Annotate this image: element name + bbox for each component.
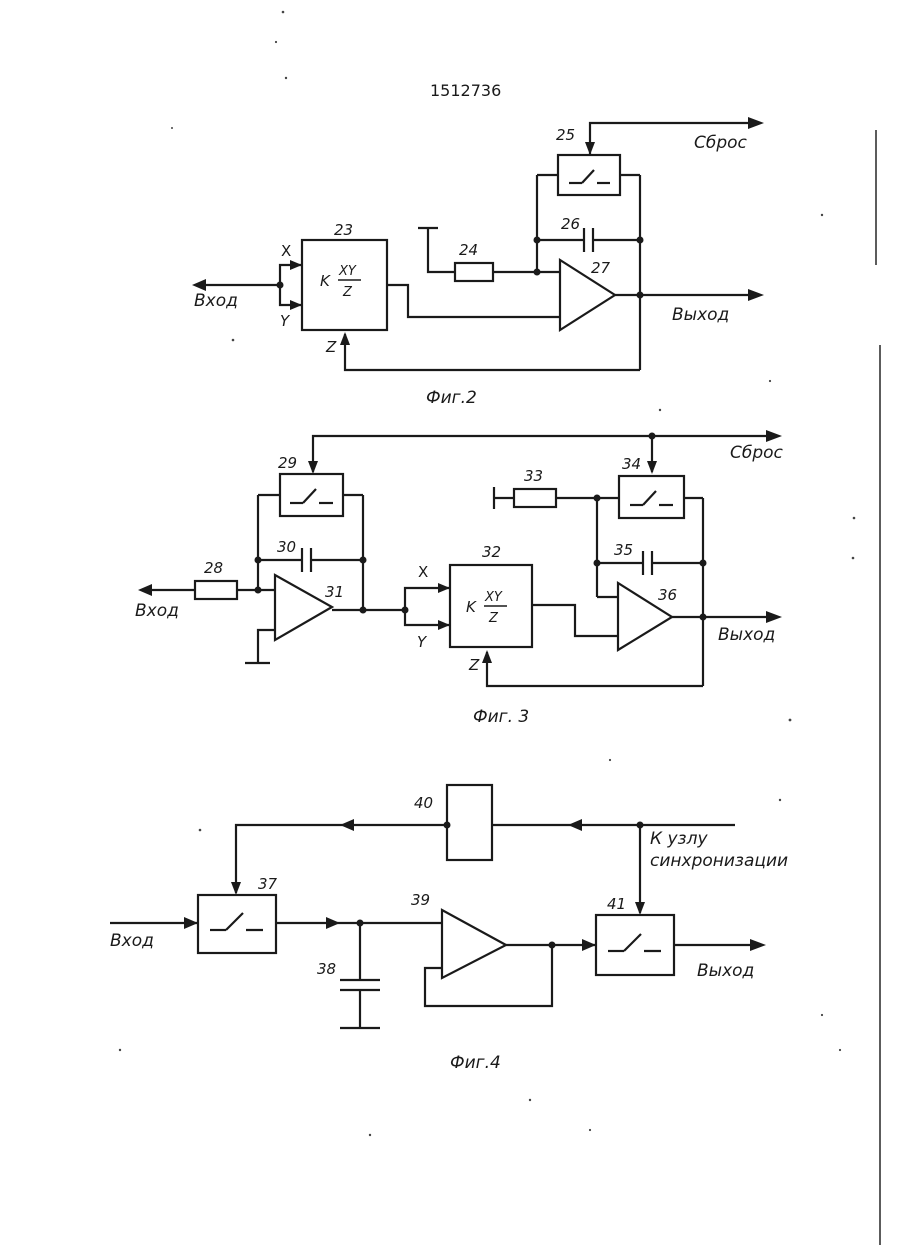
fig3-capacitor1-ref: 30	[277, 538, 296, 556]
fig2-multiplier-num: XY	[338, 264, 357, 279]
fig3-resistor2-ref: 33	[524, 467, 543, 485]
fig3-opamp1-ref: 31	[325, 583, 344, 601]
fig4-switch-in-ref: 37	[258, 875, 278, 893]
fig2-port-x: X	[281, 242, 291, 260]
fig2-reset-label: Сброс	[694, 133, 748, 153]
fig2-switch-ref: 25	[556, 126, 575, 144]
fig2-multiplier-k: K	[320, 272, 331, 290]
fig4-switch-37	[198, 895, 276, 953]
fig4-capacitor-ref: 38	[317, 960, 336, 978]
fig3-capacitor2-ref: 35	[614, 541, 633, 559]
fig2-caption: Фиг.2	[426, 388, 477, 408]
fig3-switch1-ref: 29	[278, 454, 297, 472]
fig3-reset-label: Сброс	[730, 443, 784, 463]
fig2-resistor-ref: 24	[459, 241, 478, 259]
fig2-opamp-ref: 27	[591, 259, 611, 277]
fig4-block-ref: 40	[414, 794, 433, 812]
fig4-sync-label-1: К узлу	[650, 829, 708, 849]
fig4-switch-out-ref: 41	[607, 895, 626, 913]
fig2-capacitor-ref: 26	[561, 215, 580, 233]
fig3-output-label: Выход	[718, 625, 775, 645]
figure-3: Сброс Вход 28 31 30 29	[135, 430, 784, 727]
fig2-port-z: Z	[325, 338, 337, 356]
figure-2: Вход X Y 23 K XY Z Z 24 27	[192, 117, 764, 408]
fig4-caption: Фиг.4	[450, 1053, 501, 1073]
fig4-block-40	[447, 785, 492, 860]
fig3-caption: Фиг. 3	[473, 707, 529, 727]
fig2-multiplier-ref: 23	[334, 221, 353, 239]
figure-4: 40 К узлу синхронизации Вход 37	[110, 785, 788, 1073]
fig3-multiplier-ref: 32	[482, 543, 501, 561]
fig4-buffer-39	[442, 910, 506, 978]
fig4-output-label: Выход	[697, 961, 754, 981]
fig3-multiplier-den: Z	[488, 611, 499, 626]
fig3-switch2-ref: 34	[622, 455, 641, 473]
fig3-port-x: X	[418, 563, 428, 581]
fig3-port-y: Y	[417, 633, 428, 651]
fig2-input-label: Вход	[194, 291, 238, 311]
fig3-multiplier-k: K	[466, 598, 477, 616]
fig4-switch-41	[596, 915, 674, 975]
fig2-multiplier-den: Z	[342, 285, 353, 300]
fig3-resistor-28	[195, 581, 237, 599]
fig4-input-label: Вход	[110, 931, 154, 951]
fig3-opamp-31	[275, 575, 332, 640]
document-number: 1512736	[430, 81, 501, 100]
fig2-resistor-24	[455, 263, 493, 281]
fig4-buffer-ref: 39	[411, 891, 430, 909]
fig3-input-label: Вход	[135, 601, 179, 621]
fig3-resistor-33	[514, 489, 556, 507]
fig3-opamp2-ref: 36	[658, 586, 677, 604]
fig4-sync-label-2: синхронизации	[650, 851, 788, 871]
fig3-resistor-in-ref: 28	[204, 559, 223, 577]
fig3-multiplier-num: XY	[484, 590, 503, 605]
fig3-port-z: Z	[468, 656, 480, 674]
fig2-port-y: Y	[280, 312, 291, 330]
fig2-output-label: Выход	[672, 305, 729, 325]
